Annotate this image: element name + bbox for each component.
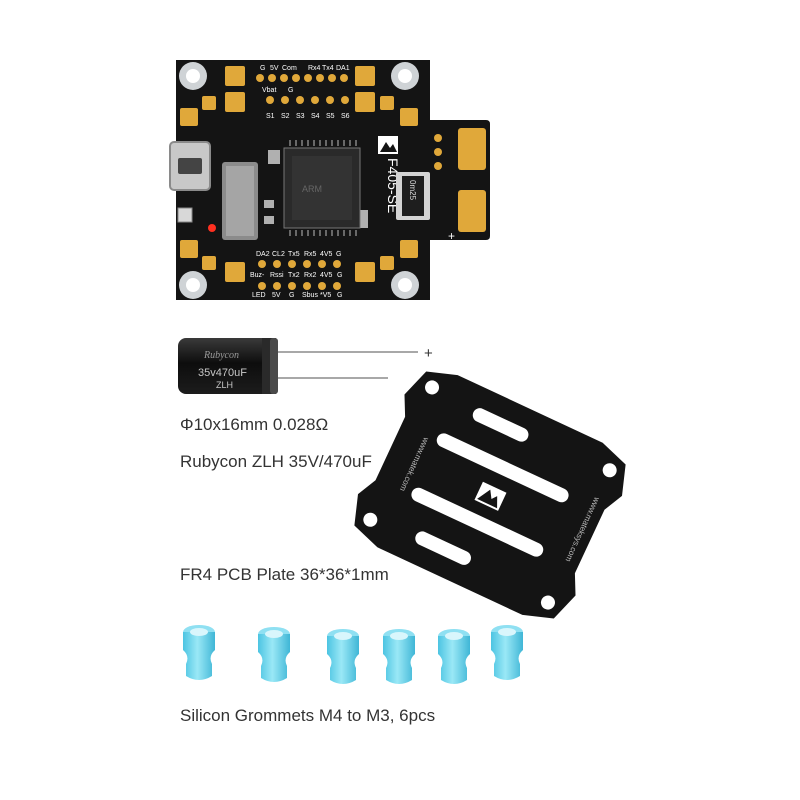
mounting-holes (179, 62, 419, 299)
grommet (258, 627, 290, 682)
pad-label: DA2 (256, 251, 270, 258)
pad-label: Tx2 (288, 272, 300, 279)
pad-label: DA1 (336, 65, 350, 72)
mcu-label: ARM (302, 184, 322, 194)
pad-label: G (337, 292, 342, 299)
fr4-pcb-plate: www.matek.com www.mateksys.com (354, 371, 626, 619)
capacitor: Rubycon 35v470uF ZLH + - (178, 338, 433, 394)
capacitor-body (178, 338, 276, 394)
pad-label: 4V5 (320, 272, 333, 279)
capacitor-spec-caption: Φ10x16mm 0.028Ω (180, 415, 329, 434)
pad-label: S6 (341, 113, 350, 120)
pad-label: Tx4 (322, 65, 334, 72)
boot-button (177, 207, 193, 223)
grommet (438, 629, 470, 684)
pad-label: *V5 (320, 292, 331, 299)
pad-label: G (336, 251, 341, 258)
pad-label: Buz- (250, 272, 265, 279)
bottom-pads (180, 240, 418, 290)
pad-label: Tx5 (288, 251, 300, 258)
plate-hole (363, 512, 378, 527)
pad-label: LED (252, 292, 266, 299)
pad-label: G (337, 272, 342, 279)
plate-hole (540, 595, 555, 610)
pad-label: S2 (281, 113, 290, 120)
bottom-pad-labels: DA2 CL2 Tx5 Rx5 4V5 G Buz- Rssi Tx2 Rx2 … (250, 251, 342, 299)
pad-label: S5 (326, 113, 335, 120)
pad-label: Rx4 (308, 65, 321, 72)
pad-label: 5V (272, 292, 281, 299)
plate-caption: FR4 PCB Plate 36*36*1mm (180, 565, 389, 584)
pad-label: S3 (296, 113, 305, 120)
top-pad-labels: DA1 Tx4 Rx4 Com 5V G Vbat G S1 S2 S3 S4 … (260, 65, 350, 120)
plate-hole (602, 463, 617, 478)
pad-label: Rx2 (304, 272, 317, 279)
pad-label: 4V5 (320, 251, 333, 258)
pad-label: S4 (311, 113, 320, 120)
pad-label: G (260, 65, 265, 72)
grommet (327, 629, 359, 684)
pad-label: S1 (266, 113, 275, 120)
plate-hole (425, 380, 440, 395)
pad-label: Vbat (262, 87, 276, 94)
grommets (183, 625, 523, 684)
pad-label: G (288, 87, 293, 94)
pad-label: G (289, 292, 294, 299)
pad-label: Rssi (270, 272, 284, 279)
capacitor-series: ZLH (216, 380, 233, 390)
grommets-caption: Silicon Grommets M4 to M3, 6pcs (180, 706, 436, 725)
grommet (491, 625, 523, 680)
grommet (383, 629, 415, 684)
pad-label: CL2 (272, 251, 285, 258)
grommet (183, 625, 215, 680)
pad-label: 5V (270, 65, 279, 72)
pad-label: Com (282, 65, 297, 72)
pad-label: Rx5 (304, 251, 317, 258)
pad-label: Sbus (302, 292, 318, 299)
shunt-label: 0m25 (408, 180, 417, 201)
flight-controller-board: DA1 Tx4 Rx4 Com 5V G Vbat G S1 S2 S3 S4 … (169, 60, 490, 300)
battery-plus-marker: + (448, 229, 455, 243)
capacitor-rating: 35v470uF (198, 367, 247, 379)
top-pads (180, 66, 418, 126)
status-led (208, 224, 216, 232)
capacitor-name-caption: Rubycon ZLH 35V/470uF (180, 452, 372, 471)
battery-pads (434, 128, 486, 232)
capacitor-brand: Rubycon (203, 350, 239, 361)
plus-lead-label: + (424, 345, 433, 362)
